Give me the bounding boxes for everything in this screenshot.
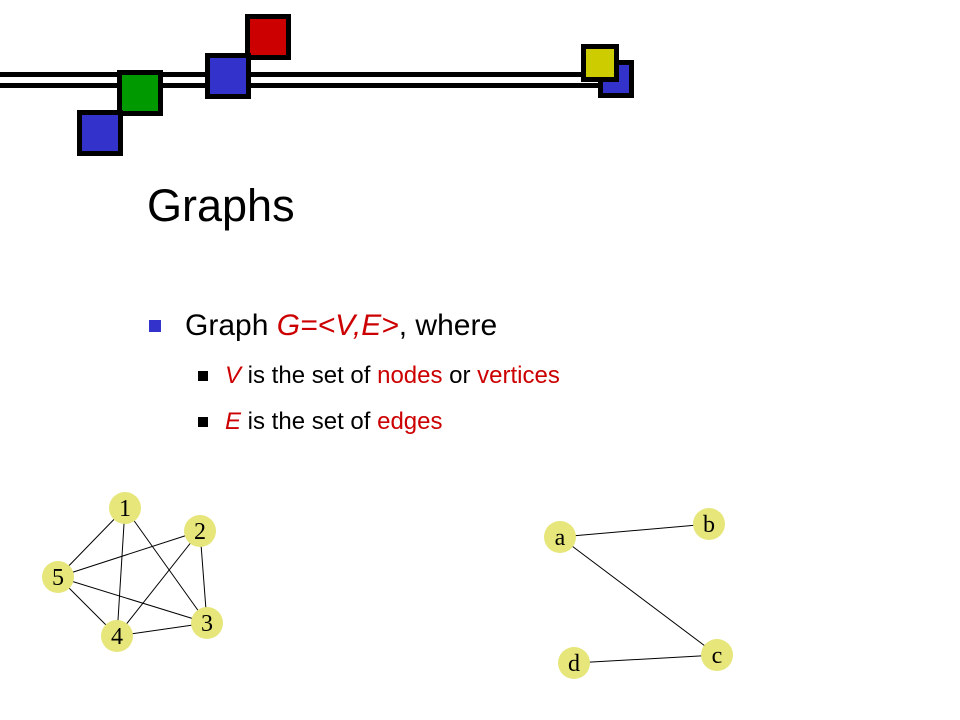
- bullet-marker-1: [149, 320, 161, 332]
- graph1-node-label-3: 3: [201, 611, 213, 637]
- graph1-node-4: 4: [101, 620, 133, 652]
- decor-square-blue-left: [77, 110, 123, 156]
- decor-square-yellow: [581, 44, 619, 82]
- graph2-node-circle-b: [693, 508, 725, 540]
- graph1-edge-1-3: [124, 507, 208, 624]
- graph1-node-circle-2: [184, 515, 216, 547]
- bullet2-variable: V: [225, 362, 242, 389]
- header-rule-top: [0, 72, 612, 77]
- decor-square-green: [117, 70, 163, 116]
- graph2-node-circle-a: [544, 521, 576, 553]
- bullet3-term-edges: edges: [377, 408, 443, 435]
- graph1-node-circle-5: [42, 561, 74, 593]
- graph1-node-circle-4: [101, 620, 133, 652]
- graph1-node-label-2: 2: [194, 519, 206, 545]
- graph2-node-label-c: c: [712, 643, 723, 669]
- graph2-edge-c-d: [573, 654, 718, 664]
- bullet3-middle: is the set of: [241, 408, 378, 435]
- bullet1-expression: G=<V,E>: [276, 309, 399, 342]
- graph2-edges: [559, 523, 718, 664]
- bullet2-or: or: [442, 362, 478, 389]
- graph2-edge-a-c: [559, 536, 718, 656]
- graph2-node-circle-d: [558, 647, 590, 679]
- header-rule-bottom: [0, 83, 612, 88]
- graph2-node-c: c: [701, 639, 733, 671]
- graph2-node-label-a: a: [555, 525, 566, 551]
- graph1-edge-2-4: [116, 530, 201, 637]
- graph2-node-a: a: [544, 521, 576, 553]
- graph1-node-label-5: 5: [52, 565, 64, 591]
- decor-square-red: [245, 14, 291, 60]
- graph2-edge-a-b: [559, 523, 710, 538]
- graph2-node-label-d: d: [568, 651, 580, 677]
- graph1-node-1: 1: [109, 492, 141, 524]
- bullet2-term-vertices: vertices: [477, 362, 560, 389]
- graph1-node-5: 5: [42, 561, 74, 593]
- graph2-node-b: b: [693, 508, 725, 540]
- bullet2-term-nodes: nodes: [377, 362, 443, 389]
- bullet-marker-3: [198, 417, 208, 427]
- graph1-edge-2-5: [57, 530, 201, 578]
- graph2-node-circle-c: [701, 639, 733, 671]
- graph1-node-label-4: 4: [111, 624, 123, 650]
- graph1-nodes: 1 2 3 4 5: [42, 492, 223, 652]
- slide-title: Graphs: [147, 180, 295, 231]
- bullet-vertices-definition: V is the set of nodes or vertices: [225, 362, 560, 390]
- graph1-node-circle-1: [109, 492, 141, 524]
- decor-square-blue-mid: [205, 53, 251, 99]
- graph1-edge-3-5: [57, 576, 208, 624]
- graph1-node-3: 3: [191, 607, 223, 639]
- graph2-node-label-b: b: [703, 512, 715, 538]
- graph2-node-d: d: [558, 647, 590, 679]
- bullet-marker-2: [198, 371, 208, 381]
- graph1-node-label-1: 1: [119, 496, 131, 522]
- bullet1-suffix: , where: [398, 309, 498, 342]
- bullet3-variable: E: [225, 408, 242, 435]
- bullet2-middle: is the set of: [241, 362, 378, 389]
- graph1-node-2: 2: [184, 515, 216, 547]
- bullet1-prefix: Graph: [185, 309, 277, 342]
- bullet-edges-definition: E is the set of edges: [225, 408, 442, 436]
- graph1-edge-1-5: [57, 507, 126, 578]
- graph1-node-circle-3: [191, 607, 223, 639]
- graph1-edge-1-4: [116, 507, 126, 637]
- graph2-nodes: a b c d: [544, 508, 733, 679]
- bullet-graph-definition: Graph G=<V,E>, where: [185, 309, 497, 343]
